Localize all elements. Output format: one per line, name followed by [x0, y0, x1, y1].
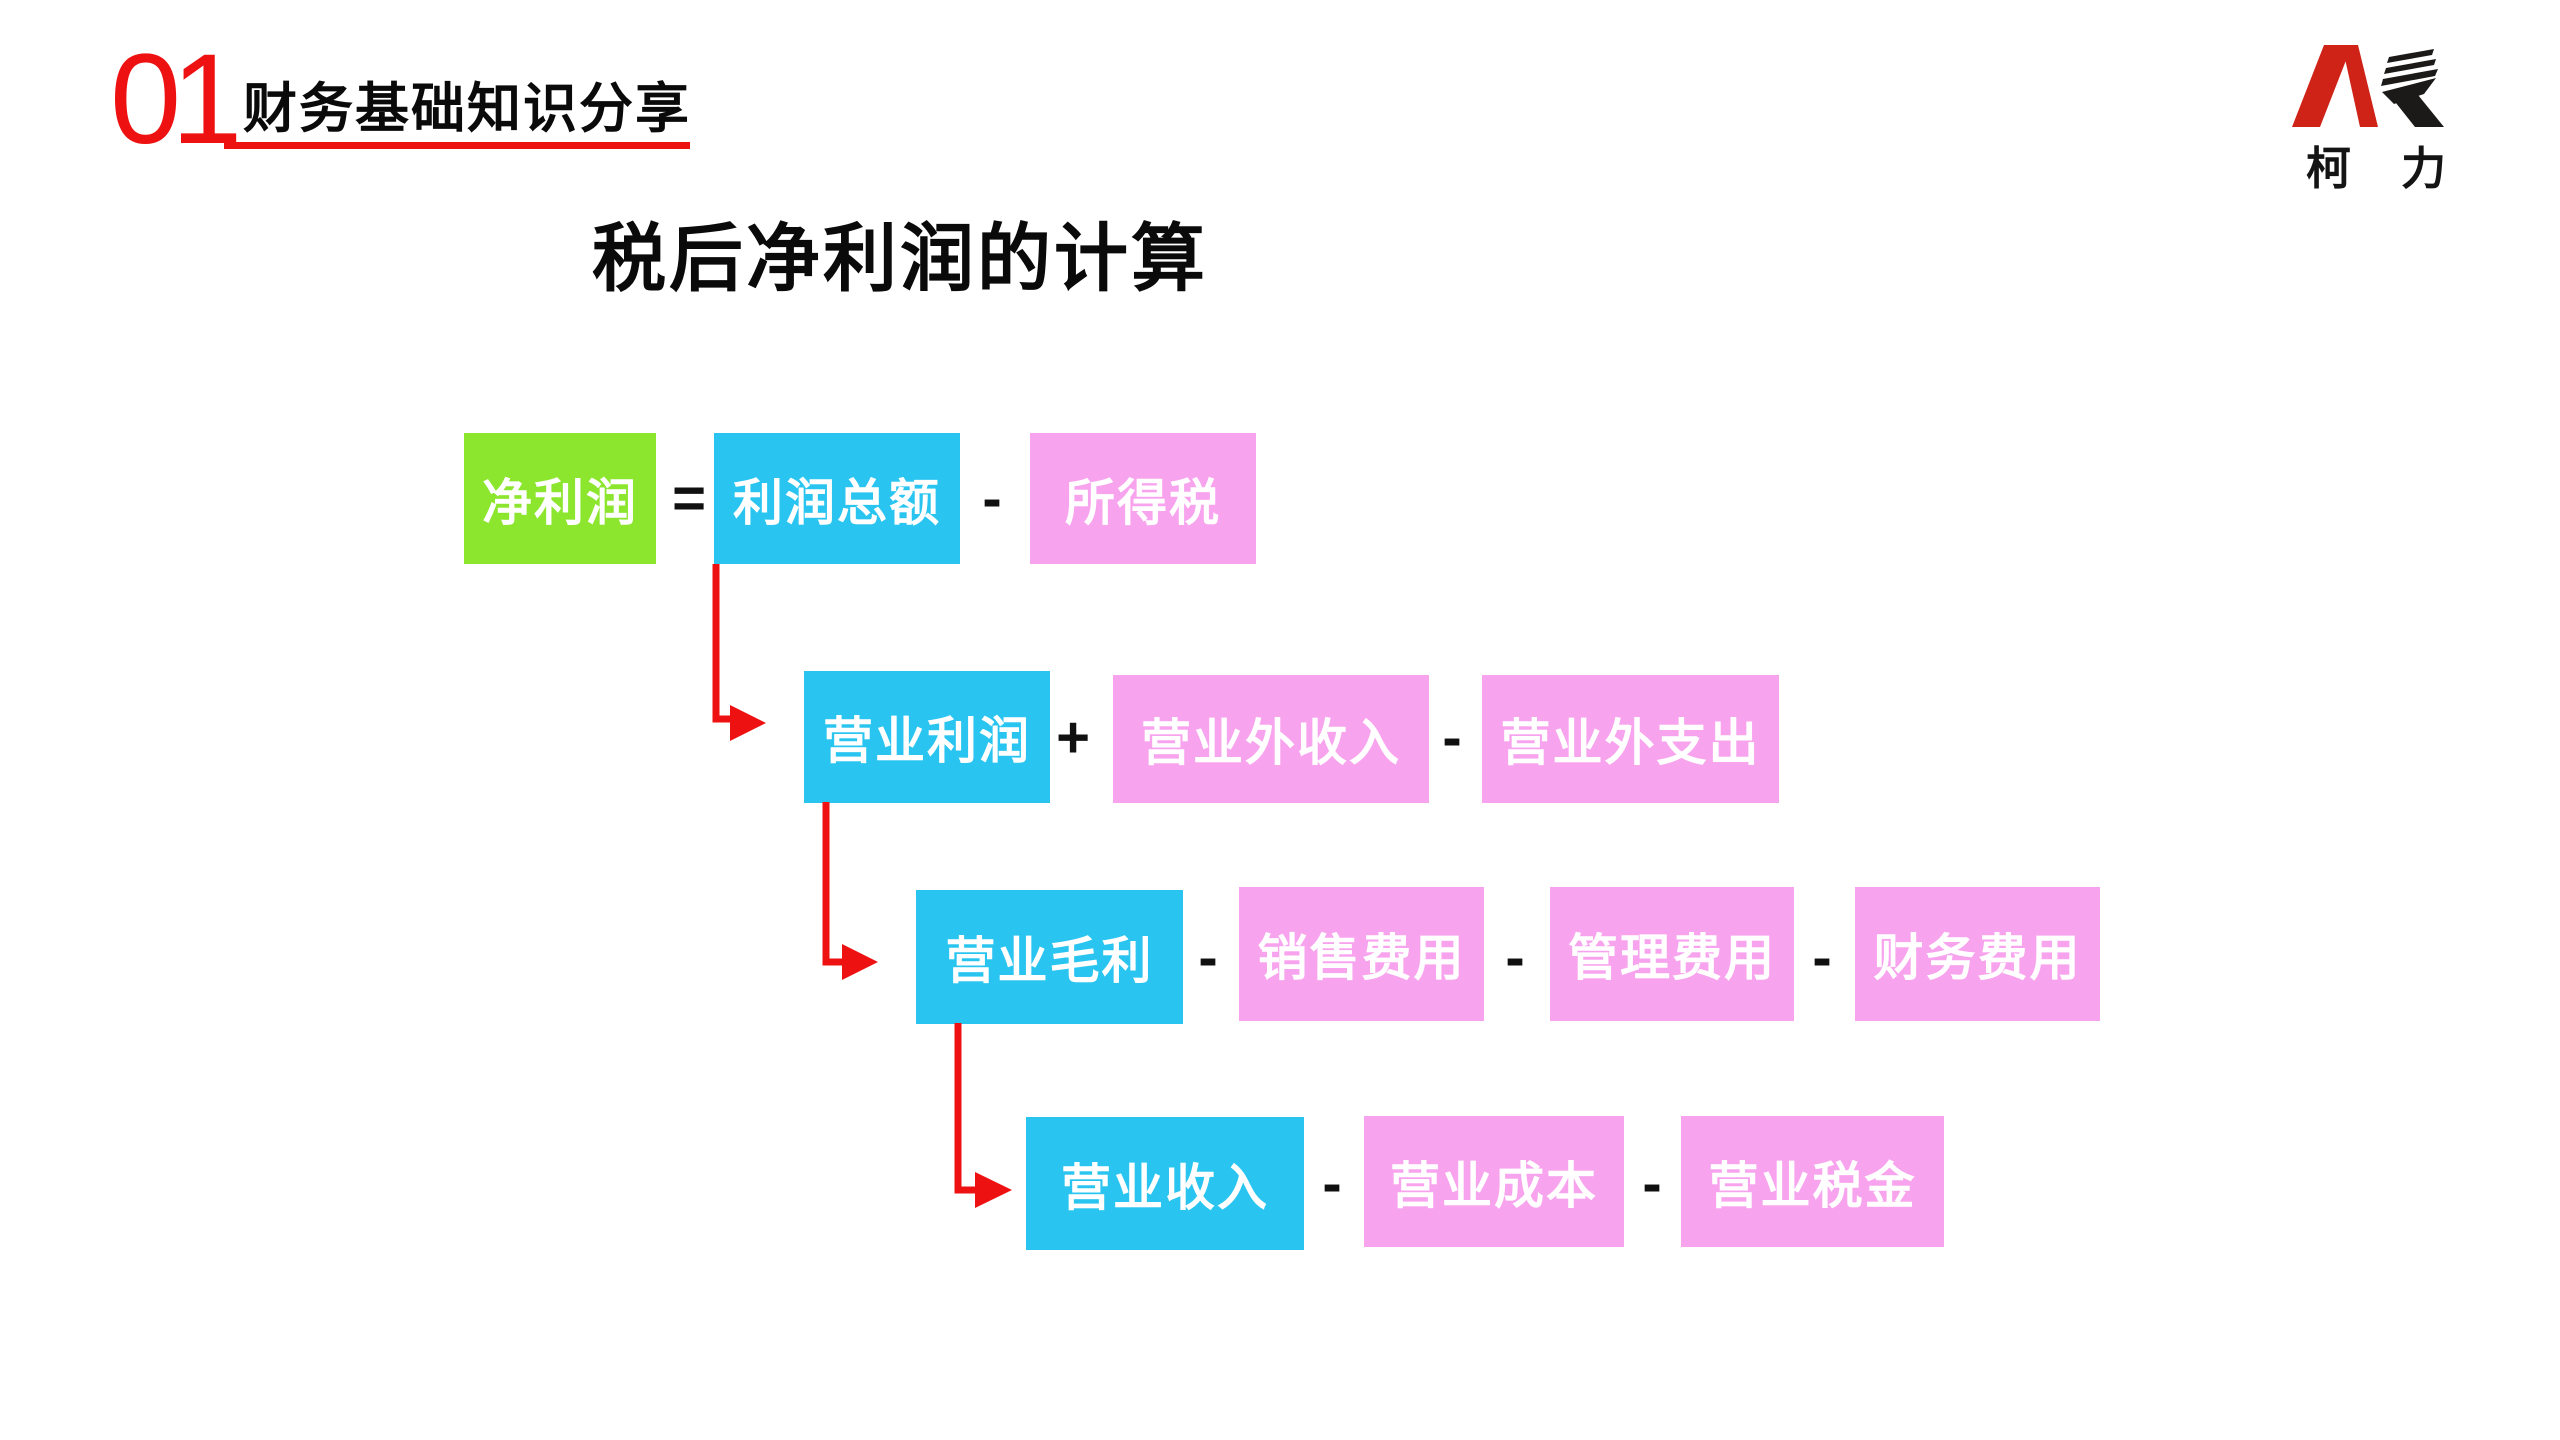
operator-minus-2: -	[1442, 704, 1462, 770]
connector-gross-profit-to-operating-revenue	[954, 1023, 1012, 1208]
connector-operating-profit-to-gross-profit	[822, 802, 878, 980]
operator-minus-3: -	[1198, 924, 1218, 990]
operator-plus: +	[1056, 704, 1090, 770]
box-total-profit: 利润总额	[714, 433, 960, 564]
operator-minus-6: -	[1322, 1151, 1342, 1216]
box-operating-revenue: 营业收入	[1026, 1117, 1304, 1250]
section-number: 01	[110, 28, 242, 171]
operator-minus-1: -	[982, 466, 1002, 531]
operator-minus-5: -	[1812, 924, 1832, 990]
section-title: 财务基础知识分享	[243, 79, 691, 139]
operator-equals: =	[672, 466, 706, 531]
page-title: 税后净利润的计算	[592, 217, 1208, 300]
keli-logo-text: 柯 力	[2306, 132, 2446, 197]
box-selling-expense: 销售费用	[1239, 887, 1484, 1021]
box-gross-profit: 营业毛利	[916, 890, 1183, 1024]
operator-minus-7: -	[1642, 1151, 1662, 1216]
operator-minus-4: -	[1505, 924, 1525, 990]
keli-logo-icon	[2292, 45, 2444, 127]
box-non-operating-expense: 营业外支出	[1482, 675, 1779, 803]
box-finance-expense: 财务费用	[1855, 887, 2100, 1021]
connector-total-profit-to-operating-profit	[712, 564, 766, 741]
box-net-profit: 净利润	[464, 433, 656, 564]
title-underline-rule	[224, 142, 690, 149]
box-business-tax: 营业税金	[1681, 1116, 1944, 1247]
box-operating-cost: 营业成本	[1364, 1116, 1624, 1247]
keli-logo-char-1: 柯	[2306, 143, 2352, 194]
box-non-operating-income: 营业外收入	[1113, 675, 1429, 803]
keli-logo: 柯 力	[2290, 30, 2490, 194]
box-admin-expense: 管理费用	[1550, 887, 1794, 1021]
box-operating-profit: 营业利润	[804, 671, 1050, 803]
keli-logo-char-2: 力	[2400, 143, 2446, 194]
box-income-tax: 所得税	[1030, 433, 1256, 564]
